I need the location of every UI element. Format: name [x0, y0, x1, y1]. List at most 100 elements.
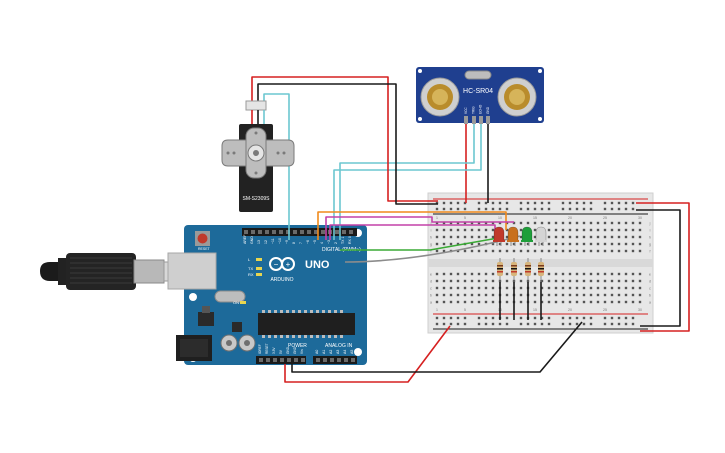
breadboard-row-letter: g [430, 242, 432, 246]
breadboard-hole [603, 228, 607, 232]
breadboard-hole [533, 221, 537, 225]
arduino-brand-label: ARDUINO [270, 277, 293, 283]
breadboard-hole [561, 322, 565, 326]
resistors [497, 258, 544, 282]
breadboard-hole [456, 228, 460, 232]
breadboard-hole [603, 286, 607, 290]
breadboard-hole [603, 300, 607, 304]
breadboard-hole [477, 286, 481, 290]
breadboard-hole [435, 242, 439, 246]
breadboard-hole [484, 293, 488, 297]
breadboard-hole [449, 228, 453, 232]
analog-pin-label: A3 [336, 350, 340, 354]
breadboard-hole [568, 316, 572, 320]
breadboard-hole [561, 242, 565, 246]
breadboard-hole [519, 242, 523, 246]
breadboard-hole [456, 316, 460, 320]
breadboard-hole [547, 242, 551, 246]
breadboard-hole [554, 242, 558, 246]
digital-pin-label: ~5 [313, 240, 317, 244]
breadboard-row-number: 1 [436, 308, 438, 312]
breadboard-hole [449, 322, 453, 326]
breadboard-hole [547, 286, 551, 290]
breadboard-hole [617, 279, 621, 283]
breadboard-hole [456, 201, 460, 205]
breadboard-hole [463, 316, 467, 320]
breadboard-hole [582, 316, 586, 320]
breadboard-hole [561, 207, 565, 211]
breadboard-hole [603, 242, 607, 246]
breadboard-hole [526, 207, 530, 211]
breadboard-hole [624, 300, 628, 304]
breadboard-hole [596, 272, 600, 276]
breadboard-hole [610, 272, 614, 276]
wire-rail-red-right [636, 202, 690, 332]
breadboard-hole [435, 316, 439, 320]
breadboard-hole [456, 293, 460, 297]
breadboard-hole [617, 201, 621, 205]
breadboard-hole [491, 279, 495, 283]
breadboard-hole [477, 249, 481, 253]
breadboard-row-number: 15 [533, 216, 537, 220]
breadboard-row-number: 20 [568, 308, 572, 312]
led-orange [507, 226, 519, 246]
breadboard-hole [589, 201, 593, 205]
breadboard-hole [505, 221, 509, 225]
breadboard-hole [533, 201, 537, 205]
breadboard-hole [554, 293, 558, 297]
breadboard-hole [533, 207, 537, 211]
breadboard-hole [582, 242, 586, 246]
breadboard-hole [631, 293, 635, 297]
breadboard-hole [561, 279, 565, 283]
power-pin-label: IOREF [258, 344, 262, 354]
breadboard-hole [589, 316, 593, 320]
analog-pin-label: A1 [322, 350, 326, 354]
breadboard-hole [449, 300, 453, 304]
breadboard-hole [442, 207, 446, 211]
breadboard-hole [442, 249, 446, 253]
breadboard-hole [638, 235, 642, 239]
breadboard-hole [519, 286, 523, 290]
breadboard-hole [519, 235, 523, 239]
resistor-1 [497, 258, 503, 282]
breadboard-hole [561, 316, 565, 320]
breadboard-hole [470, 235, 474, 239]
breadboard-hole [575, 201, 579, 205]
breadboard-hole [568, 279, 572, 283]
breadboard-hole [484, 279, 488, 283]
breadboard-hole [554, 286, 558, 290]
breadboard-hole [631, 249, 635, 253]
breadboard-hole [610, 316, 614, 320]
analog-pin-label: A4 [343, 350, 347, 354]
breadboard-hole [631, 279, 635, 283]
digital-pin-label: ~3 [327, 240, 331, 244]
sensor-pin-label: VCC [464, 107, 468, 114]
breadboard-hole [575, 286, 579, 290]
wire-servo-power [251, 76, 438, 202]
breadboard-hole [624, 228, 628, 232]
breadboard-row-number: 30 [638, 308, 642, 312]
breadboard-hole [610, 207, 614, 211]
breadboard-hole [435, 235, 439, 239]
breadboard-hole [582, 221, 586, 225]
breadboard-hole [456, 300, 460, 304]
breadboard-hole [547, 279, 551, 283]
breadboard-hole [449, 242, 453, 246]
sensor-pin-label: ECHO [479, 104, 483, 114]
analog-pin-label: A5 [350, 350, 354, 354]
sensor-transducer-left [420, 77, 460, 117]
breadboard-hole [568, 207, 572, 211]
breadboard-hole [624, 272, 628, 276]
digital-pin-label: ~9 [285, 240, 289, 244]
breadboard-row-letter: h [430, 235, 432, 239]
breadboard-hole [589, 300, 593, 304]
breadboard-hole [533, 279, 537, 283]
breadboard-hole [435, 279, 439, 283]
breadboard-row-number: 10 [498, 216, 502, 220]
breadboard-hole [638, 221, 642, 225]
breadboard-hole [540, 279, 544, 283]
breadboard-hole [617, 235, 621, 239]
